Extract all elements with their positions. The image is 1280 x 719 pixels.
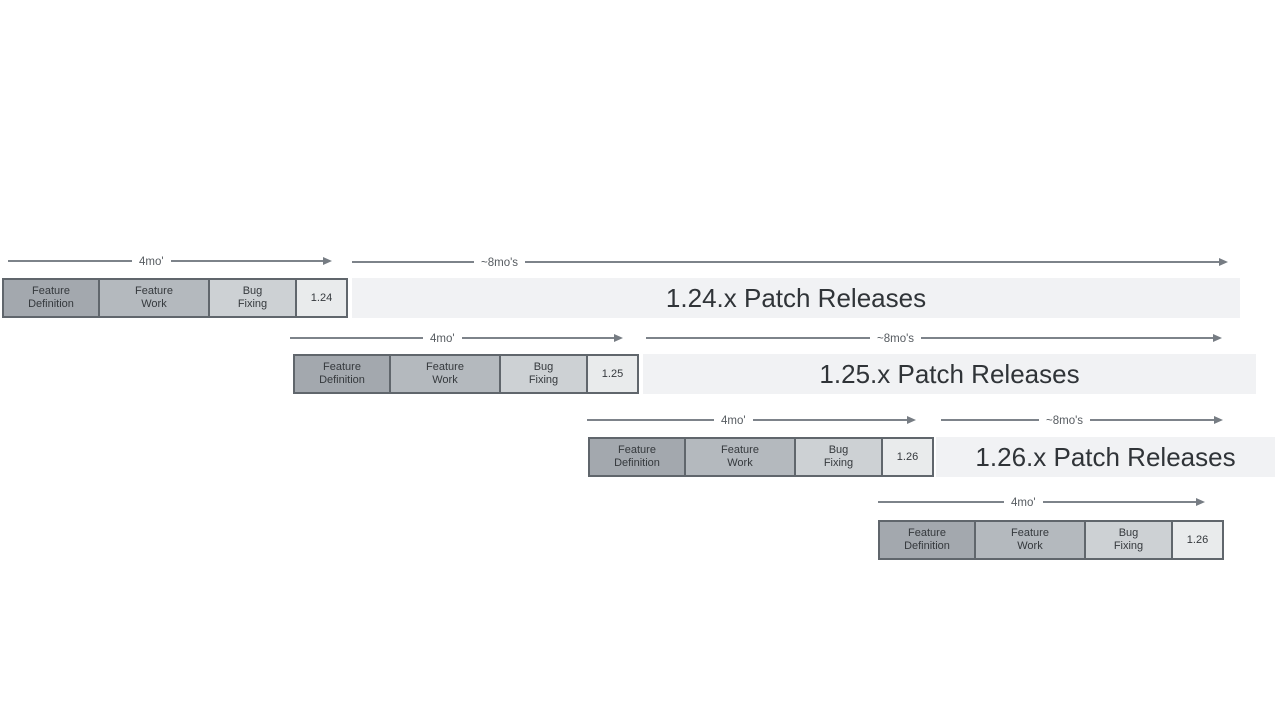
arrow-line (1042, 501, 1196, 503)
phase-box-feature-work: Feature Work (389, 354, 501, 394)
arrow-line (170, 260, 323, 262)
arrowhead-icon (614, 334, 623, 342)
patch-cycle-arrow-1-24: ~8mo's (352, 255, 1228, 269)
arrow-line (8, 260, 132, 262)
phase-box-feature-definition: Feature Definition (588, 437, 686, 477)
arrowhead-icon (323, 257, 332, 265)
dev-cycle-arrow-next: 4mo' (878, 495, 1205, 509)
arrow-line (461, 337, 614, 339)
phase-box-feature-work: Feature Work (98, 278, 210, 318)
patch-cycle-arrow-1-26: ~8mo's (941, 413, 1223, 427)
phase-box-feature-definition: Feature Definition (878, 520, 976, 560)
arrow-line (352, 261, 474, 263)
arrow-label-4mo: 4mo' (139, 256, 164, 268)
arrow-line (941, 419, 1039, 421)
phase-box-bug-fixing: Bug Fixing (1084, 520, 1173, 560)
release-cycle-row-1-25: Feature Definition Feature Work Bug Fixi… (293, 354, 639, 394)
arrow-label-4mo: 4mo' (1011, 497, 1036, 509)
phase-box-bug-fixing: Bug Fixing (208, 278, 297, 318)
arrow-line (525, 261, 1219, 263)
phase-box-feature-definition: Feature Definition (2, 278, 100, 318)
arrow-label-4mo: 4mo' (721, 415, 746, 427)
patch-releases-bar-1-24: 1.24.x Patch Releases (352, 278, 1240, 318)
phase-box-bug-fixing: Bug Fixing (499, 354, 588, 394)
version-box: 1.24 (295, 278, 348, 318)
patch-releases-label: 1.26.x Patch Releases (975, 441, 1236, 472)
arrow-label-8mos: ~8mo's (877, 333, 915, 345)
arrow-label-8mos: ~8mo's (481, 257, 519, 269)
arrowhead-icon (907, 416, 916, 424)
patch-releases-label: 1.25.x Patch Releases (819, 358, 1080, 389)
release-cycle-row-next: Feature Definition Feature Work Bug Fixi… (878, 520, 1224, 560)
arrow-line (1090, 419, 1214, 421)
version-box: 1.26 (881, 437, 934, 477)
dev-cycle-arrow-1-26: 4mo' (587, 413, 916, 427)
arrowhead-icon (1196, 498, 1205, 506)
arrow-label-8mos: ~8mo's (1046, 415, 1084, 427)
arrow-line (878, 501, 1004, 503)
patch-releases-bar-1-25: 1.25.x Patch Releases (643, 354, 1256, 394)
patch-cycle-arrow-1-25: ~8mo's (646, 331, 1222, 345)
release-cycle-row-1-24: Feature Definition Feature Work Bug Fixi… (2, 278, 348, 318)
arrow-line (290, 337, 423, 339)
phase-box-feature-work: Feature Work (684, 437, 796, 477)
phase-box-bug-fixing: Bug Fixing (794, 437, 883, 477)
dev-cycle-arrow-1-25: 4mo' (290, 331, 623, 345)
arrow-line (921, 337, 1213, 339)
arrow-line (752, 419, 907, 421)
release-cycle-row-1-26: Feature Definition Feature Work Bug Fixi… (588, 437, 934, 477)
dev-cycle-arrow-1-24: 4mo' (8, 254, 332, 268)
arrowhead-icon (1214, 416, 1223, 424)
phase-box-feature-definition: Feature Definition (293, 354, 391, 394)
version-box: 1.26 (1171, 520, 1224, 560)
arrowhead-icon (1219, 258, 1228, 266)
version-box: 1.25 (586, 354, 639, 394)
arrow-line (587, 419, 714, 421)
arrow-label-4mo: 4mo' (430, 333, 455, 345)
arrowhead-icon (1213, 334, 1222, 342)
arrow-line (646, 337, 870, 339)
phase-box-feature-work: Feature Work (974, 520, 1086, 560)
patch-releases-bar-1-26: 1.26.x Patch Releases (936, 437, 1275, 477)
patch-releases-label: 1.24.x Patch Releases (665, 282, 927, 313)
